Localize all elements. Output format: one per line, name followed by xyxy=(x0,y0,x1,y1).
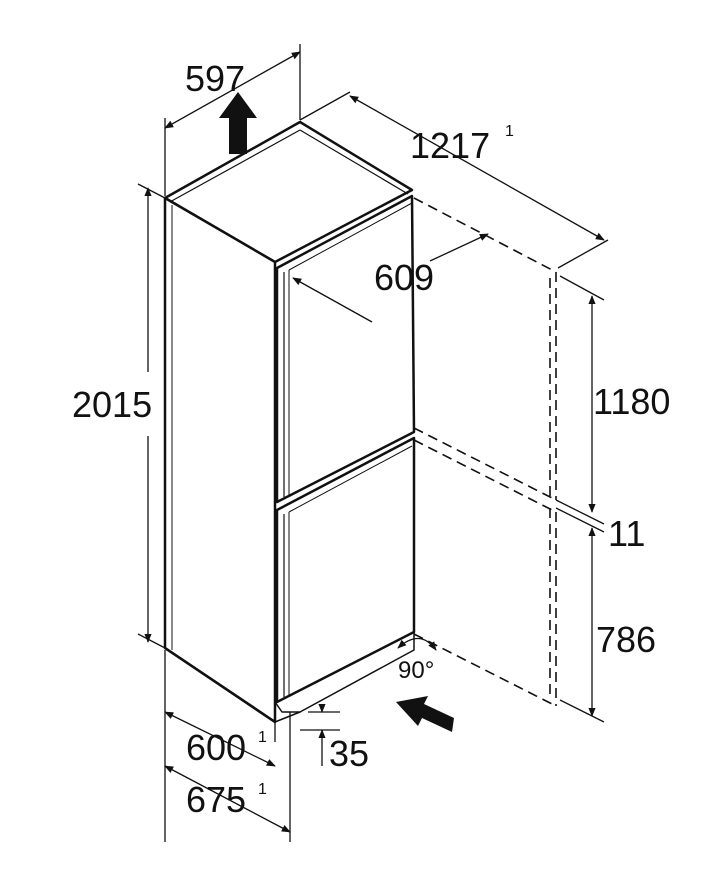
height-label: 2015 xyxy=(72,384,152,425)
depth-label: 600 xyxy=(186,727,246,768)
open-door-outline xyxy=(413,197,557,707)
door-depth-label: 609 xyxy=(374,257,434,298)
total-depth-note: 1 xyxy=(505,123,514,140)
doors xyxy=(164,194,416,724)
upper-door-height-label: 1180 xyxy=(593,381,670,422)
airflow-arrows xyxy=(219,92,454,732)
side-panel xyxy=(163,196,277,724)
air-inlet-arrow-icon xyxy=(396,696,454,732)
door-angle-label: 90° xyxy=(398,657,434,684)
door-gap-label: 11 xyxy=(608,513,645,554)
air-outlet-arrow-icon xyxy=(219,92,257,154)
dimension-labels: 597 1217 1 609 2015 1180 11 786 90° 600 … xyxy=(72,58,670,820)
depth-with-handle-note: 1 xyxy=(258,781,267,798)
total-depth-label: 1217 xyxy=(410,125,490,166)
depth-note: 1 xyxy=(258,729,267,746)
width-label: 597 xyxy=(185,58,245,99)
dimension-lines xyxy=(137,44,609,842)
depth-with-handle-label: 675 xyxy=(186,779,246,820)
clearance-label: 35 xyxy=(329,733,369,774)
lower-door-height-label: 786 xyxy=(596,619,656,660)
